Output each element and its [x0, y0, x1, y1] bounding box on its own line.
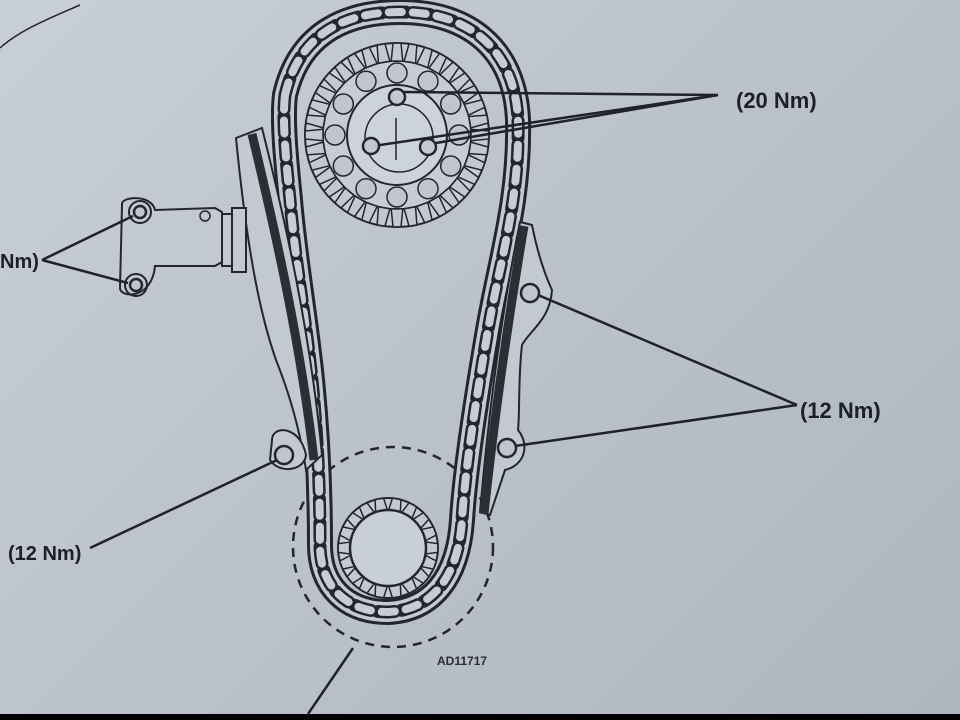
sprocket-hole [439, 93, 462, 115]
fixed-guide-torque-label: (12 Nm) [800, 398, 881, 423]
leader-cam-top [402, 90, 719, 97]
leader-lines [41, 90, 798, 714]
sprocket-hole [439, 155, 462, 177]
sprocket-tooth [390, 42, 404, 62]
sprocket-hole [417, 177, 439, 200]
cam-bolt-left [361, 136, 381, 156]
leader-fixed-lower [514, 403, 798, 448]
tensioner-torque-label: Nm) [0, 251, 39, 273]
sprocket-hole [332, 93, 355, 115]
sprocket-tooth [424, 541, 439, 555]
fixed-guide-bolt-lower [496, 437, 518, 459]
fixed-guide-bolt-upper [519, 282, 541, 304]
tensioner-guide-rail [234, 126, 324, 473]
cam-bolts-torque-label: (20 Nm) [736, 88, 817, 113]
crank-pulley-outline [291, 445, 495, 649]
leader-guide-pivot [89, 458, 278, 550]
crankshaft-sprocket [291, 445, 495, 649]
sprocket-hole [386, 186, 408, 208]
leader-cam-right [435, 93, 719, 145]
sprocket-hole [332, 155, 355, 177]
cam-bolt-top [387, 87, 407, 107]
figure-code: AD11717 [437, 654, 487, 668]
sprocket-tooth [337, 541, 352, 555]
camshaft-sprocket-holes [324, 62, 470, 208]
tensioner-guide-pivot-bolt [273, 444, 295, 466]
leader-crank-pulley [306, 647, 355, 714]
guide-pivot-torque-label: (12 Nm) [8, 543, 81, 565]
camshaft-sprocket [304, 42, 490, 228]
leader-tensioner-bottom [41, 258, 129, 285]
tensioner-bolt-top [132, 204, 148, 220]
sprocket-hole [355, 70, 377, 93]
sprocket-tooth [304, 128, 324, 142]
sprocket-hole [417, 70, 439, 93]
tensioner-bolt-bottom [128, 277, 144, 293]
sprocket-hole [386, 62, 408, 84]
chain-tensioner [118, 197, 247, 297]
sprocket-tooth [390, 208, 404, 228]
cam-bolt-right [418, 137, 438, 157]
leader-fixed-upper [537, 293, 798, 407]
sprocket-hole [355, 177, 377, 200]
margin-scribble [0, 4, 81, 49]
sprocket-hole [324, 124, 346, 146]
leader-tensioner-top [41, 214, 134, 262]
fixed-guide-rail [478, 220, 554, 517]
